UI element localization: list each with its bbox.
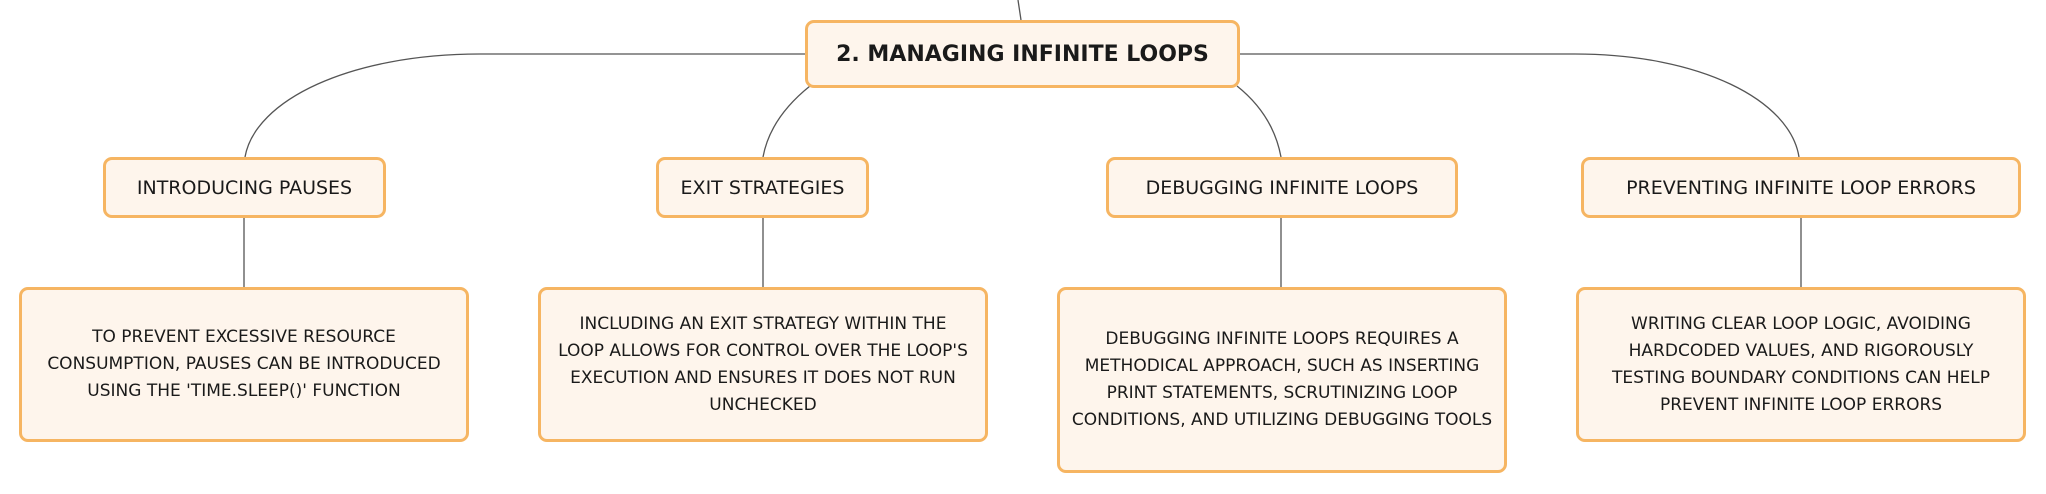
root-label: 2. MANAGING INFINITE LOOPS	[836, 41, 1209, 67]
detail-text: DEBUGGING INFINITE LOOPS REQUIRES A METH…	[1071, 329, 1493, 430]
branch-label: EXIT STRATEGIES	[680, 176, 845, 199]
branch-introducing-pauses[interactable]: INTRODUCING PAUSES	[103, 157, 386, 218]
connector-root-to-introducing-pauses	[244, 53, 805, 158]
detail-text: WRITING CLEAR LOOP LOGIC, AVOIDING HARDC…	[1611, 313, 1991, 415]
branch-label: PREVENTING INFINITE LOOP ERRORS	[1626, 176, 1976, 199]
detail-introducing-pauses[interactable]: TO PREVENT EXCESSIVE RESOURCE CONSUMPTIO…	[19, 287, 469, 442]
connector-root-to-preventing	[1240, 53, 1800, 158]
connector-root-to-exit-strategies	[762, 85, 811, 158]
connector-root-to-debugging	[1236, 85, 1282, 158]
detail-text: TO PREVENT EXCESSIVE RESOURCE CONSUMPTIO…	[47, 327, 441, 401]
detail-text: INCLUDING AN EXIT STRATEGY WITHIN THE LO…	[558, 313, 968, 415]
branch-label: INTRODUCING PAUSES	[136, 176, 353, 199]
root-node[interactable]: 2. MANAGING INFINITE LOOPS	[805, 20, 1240, 88]
detail-debugging-infinite-loops[interactable]: DEBUGGING INFINITE LOOPS REQUIRES A METH…	[1057, 287, 1507, 473]
branch-debugging-infinite-loops[interactable]: DEBUGGING INFINITE LOOPS	[1106, 157, 1458, 218]
connector-from-parent	[1017, 0, 1022, 21]
detail-exit-strategies[interactable]: INCLUDING AN EXIT STRATEGY WITHIN THE LO…	[538, 287, 988, 442]
branch-label: DEBUGGING INFINITE LOOPS	[1145, 176, 1419, 199]
branch-exit-strategies[interactable]: EXIT STRATEGIES	[656, 157, 869, 218]
detail-preventing-infinite-loop-errors[interactable]: WRITING CLEAR LOOP LOGIC, AVOIDING HARDC…	[1576, 287, 2026, 442]
branch-preventing-infinite-loop-errors[interactable]: PREVENTING INFINITE LOOP ERRORS	[1581, 157, 2021, 218]
